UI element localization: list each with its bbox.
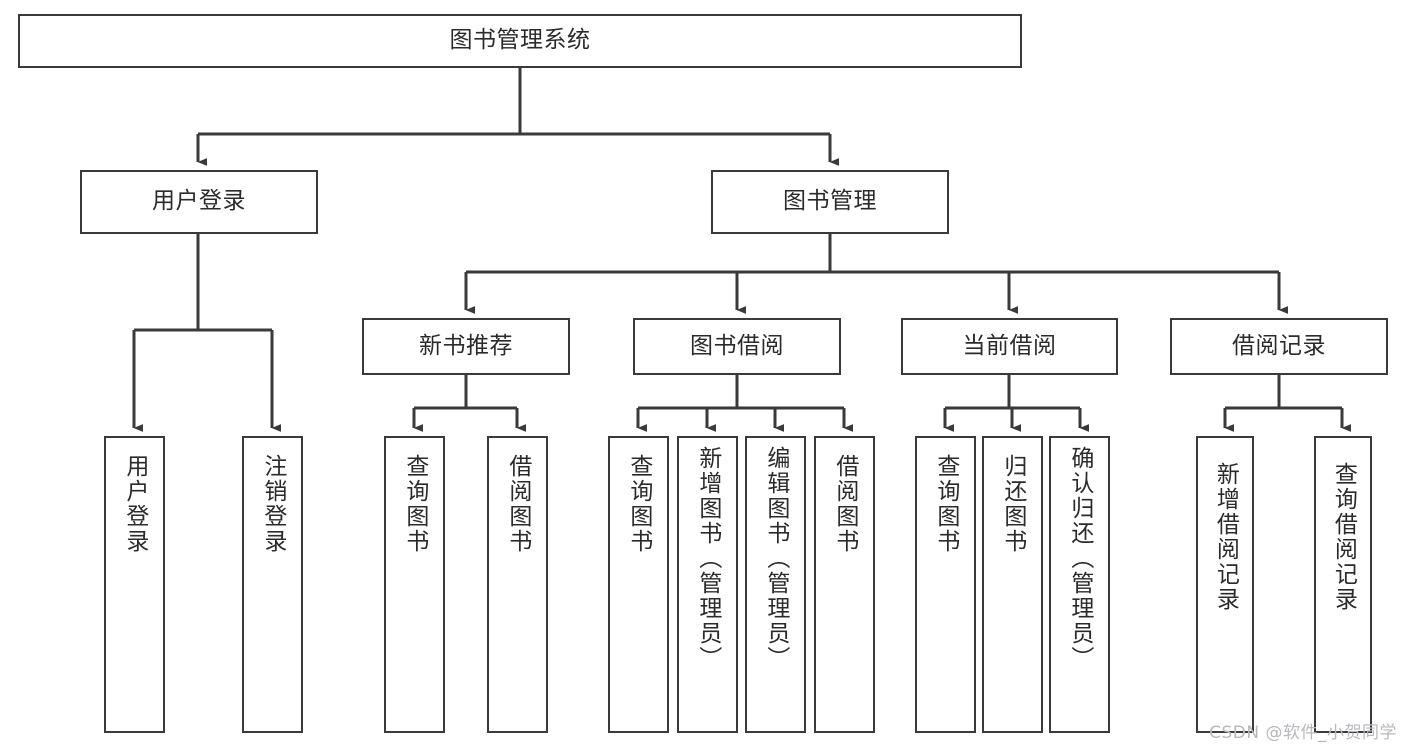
leaf-record-add-record[interactable]: 新增借阅记录 [1196, 436, 1254, 733]
node-borrow-record[interactable]: 借阅记录 [1170, 318, 1388, 375]
leaf-borrow-query-book[interactable]: 查询图书 [608, 436, 669, 733]
node-label: 用户登录 [152, 188, 246, 215]
watermark: CSDN @软件_小贺同学 [1209, 723, 1397, 743]
node-label: 图书借阅 [690, 332, 784, 359]
leaf-new-book-borrow[interactable]: 借阅图书 [487, 436, 548, 733]
node-user-login[interactable]: 用户登录 [80, 170, 318, 234]
node-label: 编辑图书（管理员） [762, 446, 789, 671]
node-current-borrow[interactable]: 当前借阅 [901, 318, 1118, 375]
node-label: 查询图书 [401, 454, 428, 554]
node-label: 借阅图书 [504, 454, 531, 554]
node-label: 查询图书 [625, 454, 652, 554]
node-label: 图书管理 [783, 188, 877, 215]
node-label: 查询图书 [932, 454, 959, 554]
leaf-record-query-record[interactable]: 查询借阅记录 [1314, 436, 1372, 733]
node-label: 查询借阅记录 [1330, 462, 1357, 612]
node-label: 确认归还（管理员） [1066, 446, 1093, 671]
node-book-borrow[interactable]: 图书借阅 [633, 318, 841, 375]
leaf-borrow-edit-book[interactable]: 编辑图书（管理员） [745, 436, 806, 733]
leaf-borrow-borrow-book[interactable]: 借阅图书 [814, 436, 875, 733]
node-label: 当前借阅 [962, 332, 1057, 359]
leaf-new-book-query[interactable]: 查询图书 [384, 436, 445, 733]
leaf-current-return-book[interactable]: 归还图书 [982, 436, 1043, 733]
leaf-user-login-logout[interactable]: 注销登录 [242, 436, 303, 733]
node-label: 注销登录 [259, 454, 286, 554]
node-label: 归还图书 [999, 454, 1026, 554]
node-label: 用户登录 [121, 454, 148, 554]
leaf-user-login-login[interactable]: 用户登录 [104, 436, 165, 733]
node-label: 新增借阅记录 [1212, 462, 1239, 612]
leaf-current-confirm-return[interactable]: 确认归还（管理员） [1049, 436, 1110, 733]
leaf-current-query-book[interactable]: 查询图书 [915, 436, 976, 733]
node-label: 借阅记录 [1232, 332, 1326, 359]
node-root-system[interactable]: 图书管理系统 [18, 14, 1022, 68]
node-label: 新增图书（管理员） [694, 446, 721, 671]
node-label: 新书推荐 [419, 332, 513, 359]
leaf-borrow-add-book[interactable]: 新增图书（管理员） [677, 436, 738, 733]
node-new-book-recommend[interactable]: 新书推荐 [362, 318, 570, 375]
node-label: 图书管理系统 [449, 27, 591, 54]
node-label: 借阅图书 [831, 454, 858, 554]
node-book-management[interactable]: 图书管理 [711, 170, 949, 234]
